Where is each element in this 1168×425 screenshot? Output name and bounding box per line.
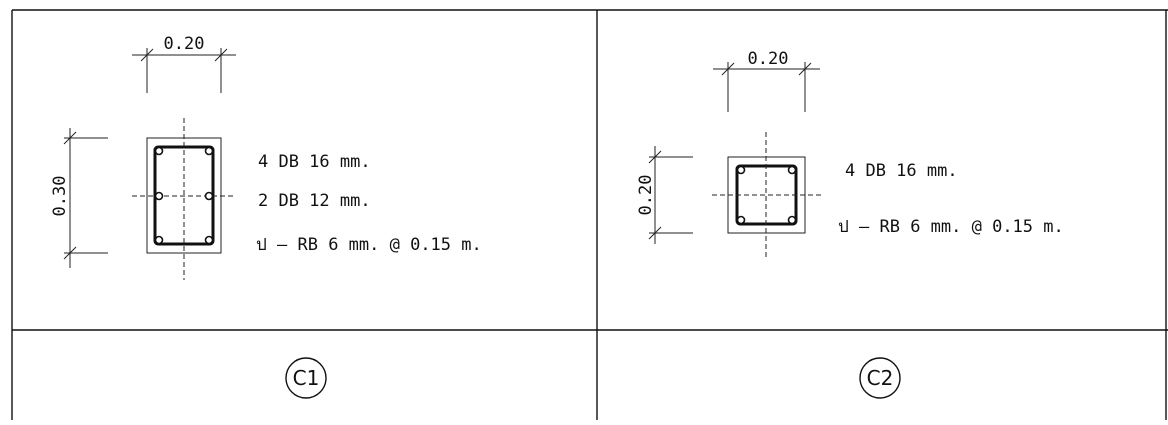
c1-rebar-top-left bbox=[154, 146, 164, 156]
c2-tag-label: C2 bbox=[867, 366, 894, 390]
c1-width-label: 0.20 bbox=[164, 34, 205, 54]
c1-rebar-top-right bbox=[204, 146, 214, 156]
c2-tag: C2 bbox=[859, 357, 901, 399]
column-c1-section: 0.20 0.30 4 DB 16 mm. 2 DB 12 mm. ป – RB… bbox=[50, 34, 482, 280]
schedule-table-grid bbox=[11, 9, 1168, 420]
c2-rebar-top-left bbox=[736, 165, 746, 175]
c1-height-label: 0.30 bbox=[50, 176, 70, 217]
c1-tag-label: C1 bbox=[293, 366, 320, 390]
c1-rebar-bottom-left bbox=[154, 235, 164, 245]
c1-rebar-bottom-right bbox=[204, 235, 214, 245]
c2-rebar-bottom-left bbox=[736, 215, 746, 225]
c2-width-label: 0.20 bbox=[748, 49, 789, 69]
c1-height-dimension: 0.30 bbox=[50, 128, 108, 268]
c2-width-dimension: 0.20 bbox=[713, 49, 820, 112]
c2-stirrup-note: ป – RB 6 mm. @ 0.15 m. bbox=[838, 217, 1064, 237]
c2-height-label: 0.20 bbox=[636, 175, 656, 216]
column-c2-section: 0.20 0.20 4 DB 16 mm. ป – RB 6 mm. @ 0.1… bbox=[636, 49, 1064, 258]
c2-rebar-bottom-right bbox=[787, 215, 797, 225]
c2-main-rebar-note: 4 DB 16 mm. bbox=[845, 161, 958, 181]
c1-side-rebar-note: 2 DB 12 mm. bbox=[258, 191, 371, 211]
c2-rebar-top-right bbox=[787, 165, 797, 175]
c1-rebar-side-left bbox=[154, 191, 164, 201]
c1-width-dimension: 0.20 bbox=[132, 34, 236, 93]
c2-tag-circle bbox=[859, 357, 901, 399]
c1-rebar-side-right bbox=[204, 191, 214, 201]
c1-main-rebar-note: 4 DB 16 mm. bbox=[258, 152, 371, 172]
c2-height-dimension: 0.20 bbox=[636, 146, 693, 244]
c1-tag: C1 bbox=[285, 357, 327, 399]
c1-stirrup-note: ป – RB 6 mm. @ 0.15 m. bbox=[256, 235, 482, 255]
c1-tag-circle bbox=[285, 357, 327, 399]
